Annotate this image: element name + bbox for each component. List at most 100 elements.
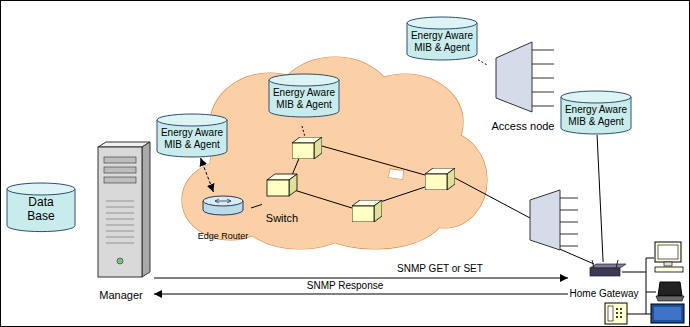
home-gateway-outline [590,260,626,276]
laptop-icon [656,282,684,301]
manager-server-outline [98,142,150,277]
pc-icon [655,242,683,272]
pc-icon [655,267,683,272]
home-wiring [646,258,654,259]
mib-agent-cylinder-outline [561,91,631,134]
node-label: Switch [266,212,298,225]
network-links [294,190,352,208]
phone-icon [616,312,618,314]
network-links [322,146,425,175]
access-node-outline [532,50,554,51]
access-node-outline [532,92,554,93]
mib-agent-cylinder: Energy Aware MIB & Agent [406,16,478,61]
access-node-outline [496,42,554,112]
mib-agent-cylinder-outline [407,17,477,29]
node-label: Energy Aware MIB & Agent [563,104,629,127]
manager-server-outline [106,207,134,208]
mib-agent-cylinder-outline [269,74,339,117]
mib-leader [302,126,305,137]
home-wiring [622,272,646,273]
mib-agent-cylinder: Energy Aware MIB & Agent [560,90,632,135]
phone-icon [620,312,622,314]
phone-icon [605,303,627,324]
network-links [290,146,594,264]
access-node-symbol [560,234,578,235]
tv-icon [651,304,684,323]
connector [201,158,214,192]
laptop-icon [658,282,682,296]
edge-router-outline [215,199,231,203]
network-cloud [182,57,487,249]
network-cloud [182,57,487,249]
node-label: Energy Aware MIB & Agent [159,127,225,150]
laptop-icon [656,296,684,301]
switch-symbol [352,200,382,222]
switch-box-outline [267,180,289,196]
phone-icon [616,316,618,318]
manager-server-outline [106,225,134,226]
mib-agent-cylinder-outline [269,74,339,86]
network-cloud [182,57,487,249]
pc-icon [664,262,672,266]
connector [154,294,568,295]
manager-server-outline [104,167,136,173]
manager-server-outline [104,177,136,183]
switch-symbol [292,137,322,159]
manager-server-outline [98,147,142,277]
connector [597,135,603,262]
manager-server-outline [142,142,150,277]
home-gateway-outline [616,260,618,268]
node-label: Access node [492,120,555,133]
access-node-symbol [560,210,578,211]
phone-icon [605,303,627,324]
manager-server-outline [106,201,134,202]
edge-router-outline [203,196,243,206]
switch-box: Switch [262,170,302,226]
database-cylinder: Data Base [6,182,76,233]
manager-server-outline [104,157,136,163]
switch-box-outline [267,174,297,196]
access-node-outline [532,64,554,65]
phone-icon [620,308,622,310]
edge-router-outline [203,196,243,215]
node-label: Edge Router [198,231,249,241]
database-cylinder-outline [7,183,75,232]
pc-icon [655,242,681,262]
tv-icon [651,304,684,323]
manager-server-outline [106,231,134,232]
pc-icon [658,245,678,259]
database-cylinder-outline [7,189,75,232]
mib-agent-cylinder-outline [561,91,631,103]
phone-icon [616,308,618,310]
home-gateway: Home Gateway [568,262,640,300]
phone-icon [616,308,622,318]
node-shape [488,38,558,134]
home-wiring [646,258,647,314]
switch-symbol [425,168,455,190]
manager-server-outline [98,142,150,147]
node-label: Energy Aware MIB & Agent [409,30,475,53]
mib-agent-cylinder-outline [157,114,227,126]
edge-label: SNMP Response [305,280,386,292]
connector [478,60,488,66]
access-node-outline [532,78,554,79]
home-wiring [646,292,656,293]
home-gateway-outline [590,264,626,268]
access-node: Access node [488,38,558,134]
access-node-symbol [530,190,560,250]
access-node-outline [496,42,532,112]
connector [251,204,262,208]
phone-icon [620,316,622,318]
home-gateway-outline [592,260,594,268]
access-node-symbol [560,222,578,223]
switch-box-outline [289,174,297,196]
edge-router: Edge Router [195,192,251,242]
phone-icon [608,306,613,321]
connector [154,278,568,279]
access-node-symbol [560,198,578,199]
manager-server-outline [106,237,134,238]
mib-agent-cylinder: Energy Aware MIB & Agent [268,73,340,118]
manager-server-outline [106,243,134,244]
